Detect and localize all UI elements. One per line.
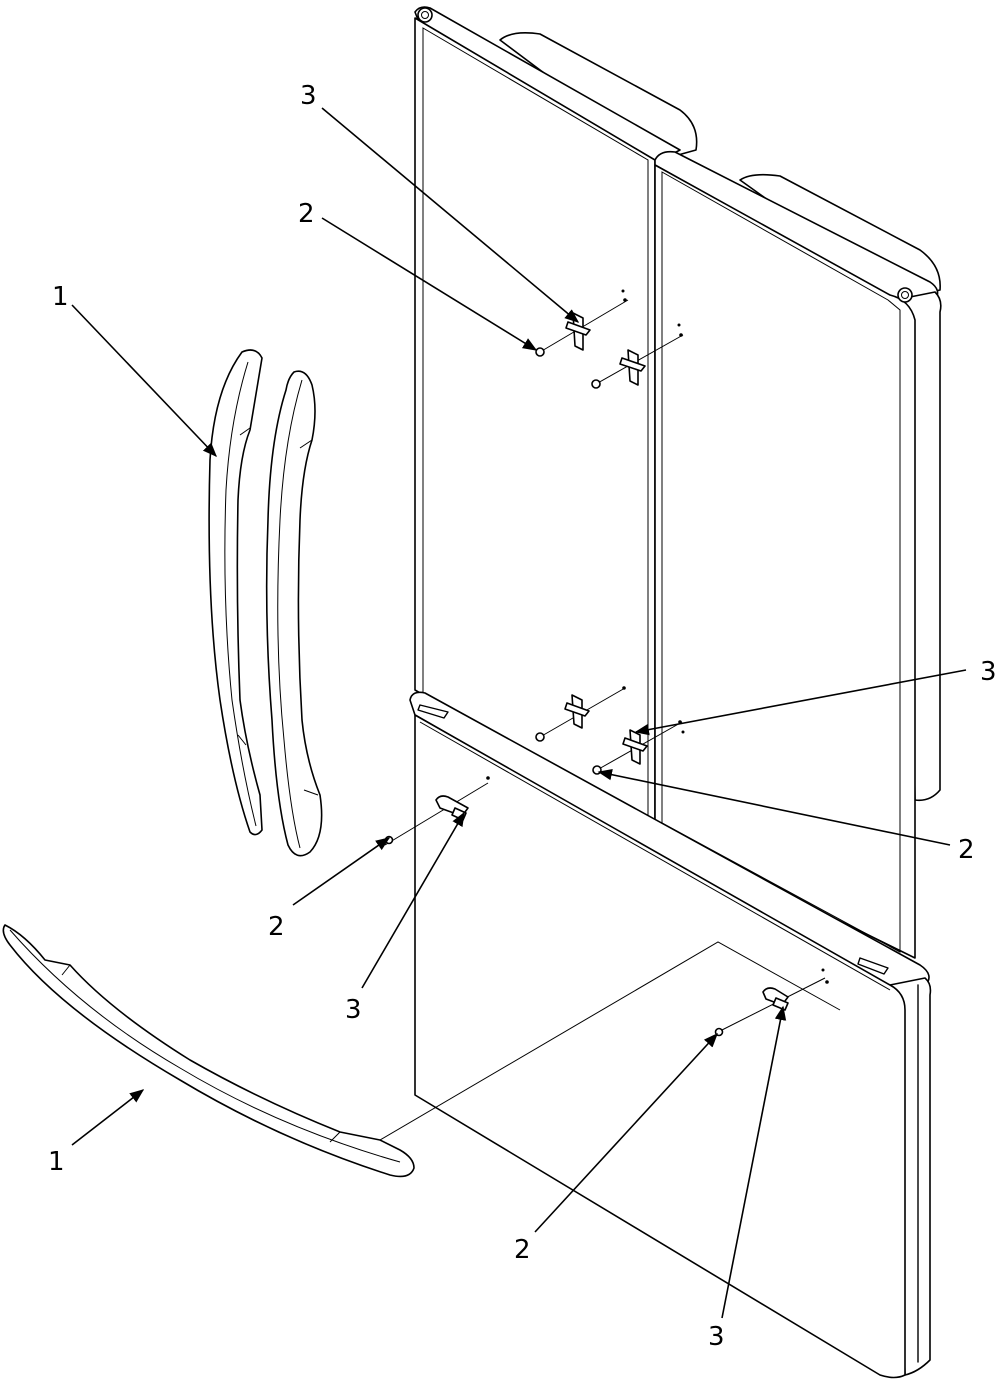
screw-upper-left [535, 347, 545, 357]
callout-2-upper: 2 [298, 199, 315, 229]
callout-3-freezer-left: 3 [345, 995, 362, 1025]
freezer-right-slot [857, 957, 889, 975]
leader-2d [534, 1032, 718, 1233]
freezer-drawer [409, 691, 932, 1379]
leader-1a [71, 304, 217, 458]
leader-3a [321, 107, 580, 323]
callout-3-lower: 3 [708, 1322, 725, 1352]
right-door-front-face [654, 164, 916, 959]
callout-3-right: 3 [980, 657, 997, 687]
left-door-hinge-pin [417, 7, 433, 23]
callout-1-upper: 1 [52, 282, 69, 312]
callout-2-right: 2 [958, 835, 975, 865]
leader-2c [597, 768, 951, 846]
bracket-freezer-right [714, 968, 829, 1037]
handle-freezer [2, 924, 415, 1178]
leader-2a [321, 217, 538, 351]
handle-right-door [265, 370, 323, 857]
freezer-left-slot [417, 704, 449, 719]
bracket-lower-left [535, 686, 626, 742]
right-upper-door [654, 150, 942, 959]
screw-upper-right [591, 379, 601, 389]
left-upper-door [414, 6, 698, 831]
leader-3c [361, 811, 465, 989]
screw-lower-left [535, 732, 545, 742]
handles [2, 349, 415, 1178]
callout-2-lower: 2 [514, 1235, 531, 1265]
freezer-front-face [414, 714, 906, 1379]
leader-2b [292, 837, 391, 906]
right-door-hinge-pin [897, 287, 913, 303]
leader-3b [634, 669, 967, 736]
leader-3d [721, 1005, 787, 1319]
leader-1b [71, 1089, 145, 1146]
callout-2-freezer-left: 2 [268, 912, 285, 942]
bracket-upper-right [591, 323, 684, 389]
callout-labels: 1 1 2 2 2 2 3 3 3 3 [48, 81, 997, 1352]
handle-left-door [208, 349, 263, 836]
callout-leaders [71, 107, 967, 1319]
right-door-inner-edge [661, 171, 901, 953]
handle-reference-line [379, 941, 841, 1141]
left-door-top-hinge [499, 32, 698, 161]
callout-1-lower: 1 [48, 1147, 65, 1177]
callout-3-upper: 3 [300, 81, 317, 111]
